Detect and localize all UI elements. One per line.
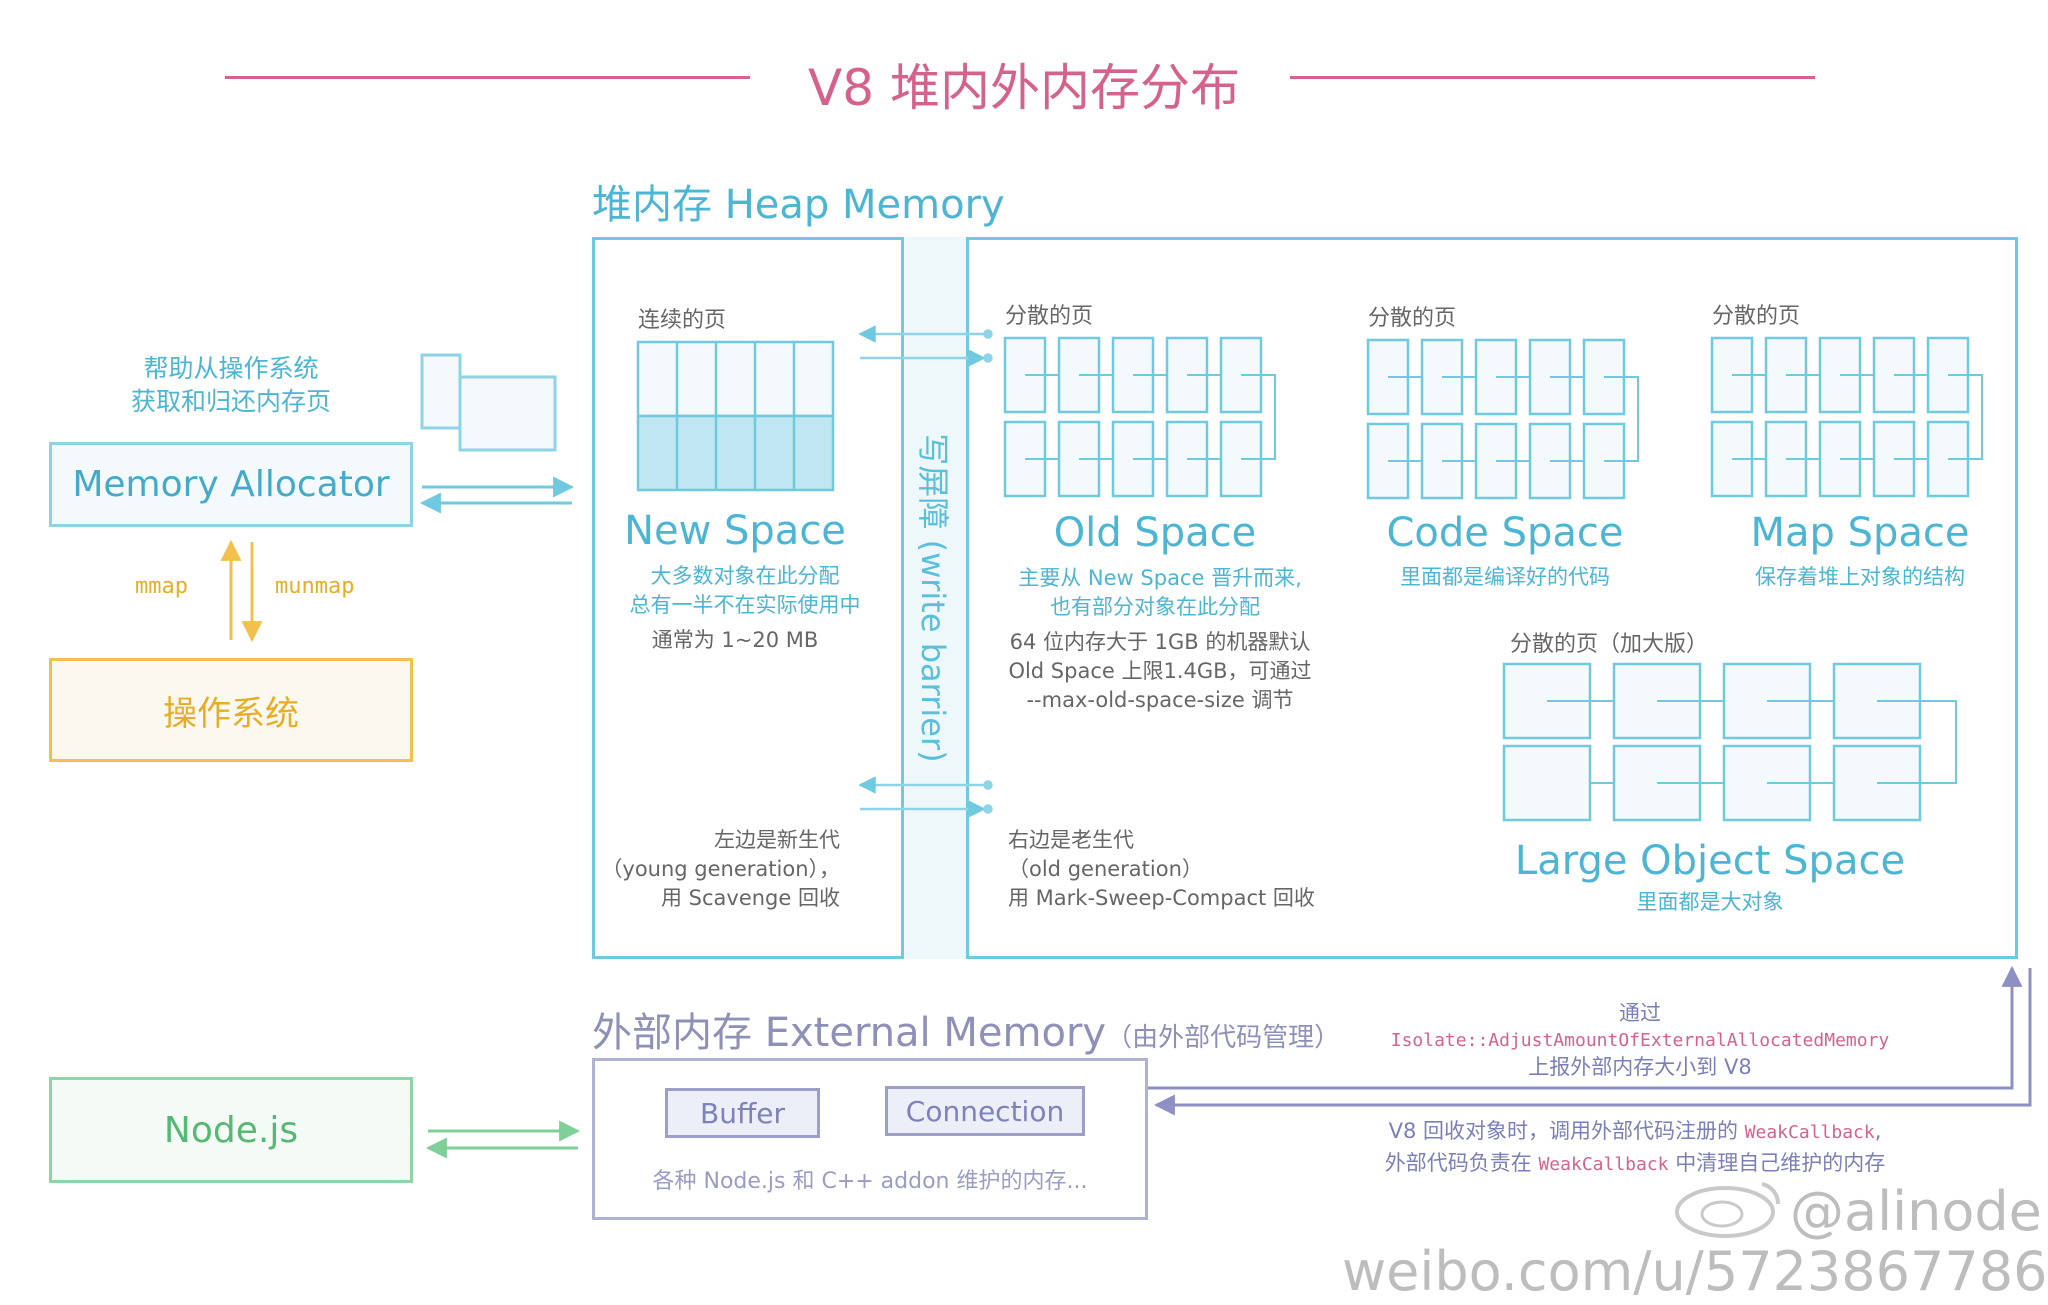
old-space-pages-label: 分散的页	[1005, 304, 1094, 329]
mmap-label: mmap	[135, 574, 188, 599]
weak-callback-line-2-text: 外部代码负责在	[1384, 1151, 1539, 1175]
external-report-api: Isolate::AdjustAmountOfExternalAllocated…	[1390, 1030, 1890, 1051]
page-title: V8 堆内外内存分布	[808, 59, 1240, 117]
allocator-help-line-1: 帮助从操作系统	[143, 354, 319, 383]
new-space-size-note: 通常为 1~20 MB	[651, 628, 819, 652]
large-object-space-links	[1547, 700, 1957, 784]
map-space-desc: 保存着堆上对象的结构	[1755, 565, 1965, 589]
nodejs-box: Node.js	[49, 1077, 413, 1183]
allocator-help-text: 帮助从操作系统 获取和归还内存页	[49, 352, 413, 418]
code-space-links	[1388, 376, 1639, 462]
large-object-space-name: Large Object Space	[1514, 838, 1906, 884]
code-space-desc: 里面都是编译好的代码	[1400, 565, 1610, 589]
map-space-links	[1732, 374, 1983, 460]
large-object-space-pages	[1502, 662, 1922, 822]
title-rule-left	[225, 76, 750, 79]
young-generation-note-1: 左边是新生代	[714, 828, 840, 852]
allocator-help-line-2: 获取和归还内存页	[130, 387, 331, 416]
old-space-pages	[1003, 336, 1263, 498]
title-rule-right	[1290, 76, 1815, 79]
old-generation-note-2: （old generation）	[1008, 857, 1203, 881]
connection-chip: Connection	[885, 1086, 1085, 1136]
old-generation-note-1: 右边是老生代	[1008, 828, 1134, 852]
map-space-pages	[1710, 336, 1970, 498]
code-space-pages	[1366, 338, 1626, 500]
external-memory-subtitle: （由外部代码管理）	[1106, 1023, 1341, 1053]
old-space-note-1: 64 位内存大于 1GB 的机器默认	[1009, 630, 1311, 654]
external-report-arrow	[1148, 965, 2023, 1090]
old-space-desc-1: 主要从 New Space 晋升而来,	[1018, 566, 1302, 590]
weibo-logo-icon	[1675, 1182, 1781, 1238]
heap-title: 堆内存 Heap Memory	[592, 182, 1005, 228]
weak-callback-line-1-end: ,	[1874, 1119, 1882, 1143]
watermark-handle: @alinode	[1790, 1180, 2042, 1243]
new-space-desc-2: 总有一半不在实际使用中	[629, 593, 861, 617]
external-memory-desc: 各种 Node.js 和 C++ addon 维护的内存...	[652, 1169, 1088, 1194]
weak-callback-code-1: WeakCallback	[1744, 1122, 1875, 1143]
munmap-label: munmap	[275, 574, 355, 599]
allocator-page-icon	[420, 353, 557, 452]
external-report-text: 通过 Isolate::AdjustAmountOfExternalAlloca…	[1330, 1000, 1950, 1081]
old-space-name: Old Space	[1053, 510, 1257, 556]
weak-callback-code-2: WeakCallback	[1538, 1154, 1669, 1175]
new-space-name: New Space	[624, 508, 846, 554]
external-report-line-3: 上报外部内存大小到 V8	[1528, 1055, 1752, 1079]
map-space-name: Map Space	[1750, 510, 1970, 556]
external-memory-title-text: 外部内存 External Memory	[592, 1010, 1107, 1056]
weak-callback-line-1-text: V8 回收对象时，调用外部代码注册的	[1388, 1119, 1745, 1143]
map-space-pages-label: 分散的页	[1712, 304, 1801, 329]
code-space-pages-label: 分散的页	[1368, 306, 1457, 331]
buffer-chip: Buffer	[665, 1088, 820, 1138]
young-generation-note-2: （young generation），	[601, 857, 840, 881]
new-space-pages	[636, 340, 835, 492]
heap-memory-box	[592, 237, 2018, 959]
old-space-desc-2: 也有部分对象在此分配	[1050, 595, 1260, 619]
write-barrier-arrows-top	[858, 325, 993, 367]
write-barrier-arrows-bottom	[858, 776, 993, 818]
external-report-line-1: 通过	[1619, 1001, 1661, 1025]
external-memory-box	[592, 1058, 1148, 1220]
new-space-desc-1: 大多数对象在此分配	[650, 564, 840, 588]
old-generation-note-3: 用 Mark-Sweep-Compact 回收	[1008, 886, 1315, 910]
weak-callback-line-1: V8 回收对象时，调用外部代码注册的 WeakCallback,	[1300, 1116, 1970, 1148]
weak-callback-line-2: 外部代码负责在 WeakCallback 中清理自己维护的内存	[1300, 1148, 1970, 1180]
large-object-space-pages-label: 分散的页（加大版）	[1510, 632, 1709, 657]
old-space-note-3: --max-old-space-size 调节	[1026, 688, 1294, 712]
code-space-name: Code Space	[1386, 510, 1624, 556]
large-object-space-desc: 里面都是大对象	[1636, 890, 1784, 914]
weak-callback-arrow	[1153, 968, 2032, 1116]
young-generation-note-3: 用 Scavenge 回收	[660, 886, 840, 910]
old-space-links	[1025, 374, 1276, 460]
memory-allocator-box: Memory Allocator	[49, 442, 413, 527]
operating-system-box: 操作系统	[49, 658, 413, 762]
weak-callback-text: V8 回收对象时，调用外部代码注册的 WeakCallback, 外部代码负责在…	[1300, 1116, 1970, 1180]
external-memory-title: 外部内存 External Memory（由外部代码管理）	[592, 1000, 1340, 1058]
watermark-url: weibo.com/u/5723867786	[1342, 1240, 2048, 1303]
old-space-note-2: Old Space 上限1.4GB，可通过	[1008, 659, 1312, 683]
weak-callback-line-2-end: 中清理自己维护的内存	[1668, 1151, 1886, 1175]
new-space-pages-label: 连续的页	[638, 308, 727, 333]
